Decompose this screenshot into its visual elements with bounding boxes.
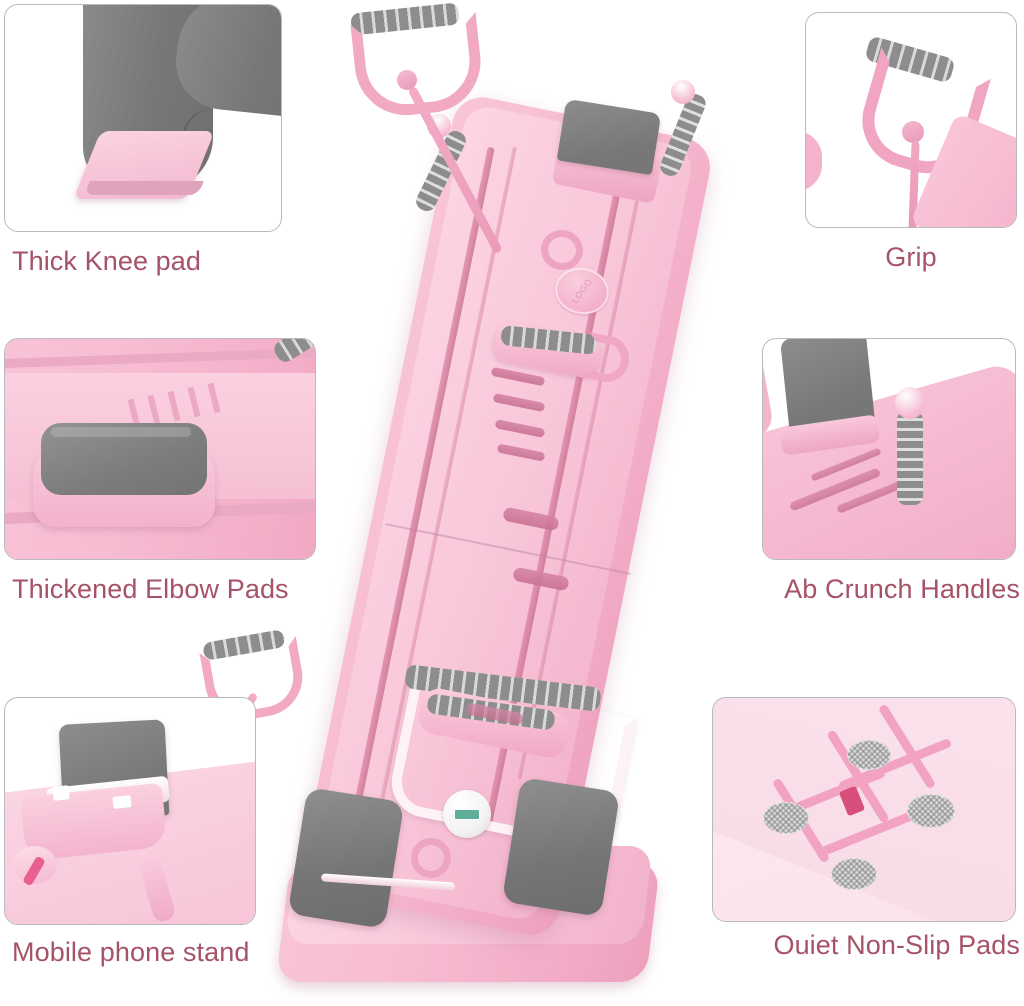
callout-frame-non-slip	[712, 697, 1016, 922]
non-slip-pad-left	[763, 802, 809, 834]
elbow-pad-highlight	[51, 427, 191, 437]
elbow-pad-left	[287, 787, 405, 929]
callout-grip: Grip	[805, 12, 1017, 290]
callout-label-grip: Grip	[885, 242, 937, 272]
non-slip-pad-right	[907, 794, 955, 828]
elbow-pad-right	[501, 776, 621, 918]
callout-mobile-phone-stand: Mobile phone stand	[4, 697, 294, 979]
callout-label-phone-stand: Mobile phone stand	[12, 937, 250, 967]
rep-counter-display	[443, 790, 491, 838]
callout-label-non-slip: Ouiet Non-Slip Pads	[773, 930, 1020, 960]
pull-cord-anchor-bottom	[411, 838, 451, 878]
product-illustration: LOGO	[153, 0, 785, 1006]
ab-crunch-handle-column	[897, 411, 923, 505]
phone-stand-panel-clip	[52, 785, 70, 801]
counter-lcd-screen	[454, 808, 480, 820]
callout-frame-elbow-pads	[4, 338, 316, 560]
callout-frame-grip	[805, 12, 1017, 228]
callout-quiet-non-slip-pads: Ouiet Non-Slip Pads	[712, 697, 1020, 979]
pull-handle-knob-top	[397, 70, 417, 90]
callout-frame-phone-stand	[4, 697, 256, 925]
phone-stand-panel-clip2	[112, 795, 132, 809]
logo-emblem-label: LOGO	[569, 276, 595, 306]
knee-pad-edge	[84, 181, 204, 195]
non-slip-pad-top	[847, 740, 891, 770]
callout-thickened-elbow-pads: Thickened Elbow Pads	[4, 338, 320, 620]
grip-knob	[902, 121, 924, 143]
ab-crunch-handle-top-cap	[895, 387, 925, 419]
callout-label-ab-crunch: Ab Crunch Handles	[784, 574, 1020, 604]
non-slip-pad-bottom	[831, 858, 877, 890]
callout-thick-knee-pad: Thick Knee pad	[4, 4, 286, 290]
callout-frame-ab-crunch	[762, 338, 1016, 560]
callout-label-elbow-pads: Thickened Elbow Pads	[12, 574, 289, 604]
callout-frame-knee-pad	[4, 4, 282, 232]
grip-board-side	[806, 131, 822, 191]
callout-ab-crunch-handles: Ab Crunch Handles	[762, 338, 1020, 620]
elbow-pad-cushion	[41, 423, 207, 495]
callout-label-knee-pad: Thick Knee pad	[12, 246, 202, 276]
ab-panel-left-edge	[763, 339, 776, 443]
